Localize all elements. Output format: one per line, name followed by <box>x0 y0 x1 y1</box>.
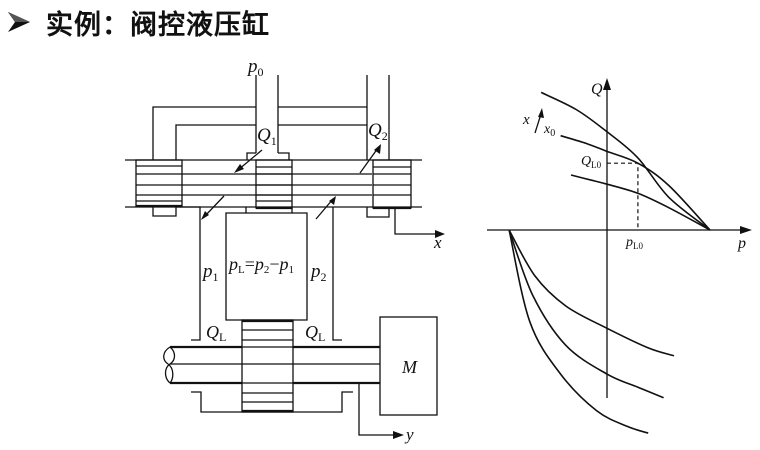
piston-displacement-line <box>358 383 395 436</box>
curve-x-high <box>540 91 711 231</box>
curve-neg-high <box>508 229 649 434</box>
supply-pressure-label: p0 <box>246 56 264 79</box>
lower-notch-middle <box>245 207 293 214</box>
cyl-right-flow-arrow <box>315 198 334 220</box>
pl0-label: pL0 <box>625 235 643 251</box>
p-axis-label: p <box>737 235 746 252</box>
p1-label: p1 <box>201 261 219 284</box>
line-to-chamber-1 <box>176 206 201 341</box>
lower-notch-left <box>152 207 177 217</box>
mass-block <box>379 316 438 416</box>
curve-neg-low <box>508 229 675 357</box>
slide-title: 实例：阀控液压缸 <box>6 2 270 42</box>
cyl-right-arrow-icon <box>329 196 336 205</box>
ql-left-label: QL <box>206 322 226 344</box>
spool-land-right <box>372 159 412 210</box>
q1-arrow-icon <box>234 164 244 173</box>
q1-label: Q1 <box>257 125 277 148</box>
arrowhead-bullet-icon <box>8 12 30 32</box>
x-arrow-icon <box>435 230 445 238</box>
spool-displacement-line <box>394 208 435 235</box>
supply-notch-right <box>278 152 290 160</box>
spool-land-middle <box>255 159 293 210</box>
valve-labels: p0 Q1 Q2 x p1 p2 pL=p2−p1 QL QL M y <box>201 56 442 444</box>
cylinder-base <box>191 391 353 413</box>
q2-label: Q2 <box>368 120 388 143</box>
upper-return-line-inner <box>175 124 256 160</box>
y-label: y <box>404 425 414 444</box>
q-axis-arrow-icon <box>603 78 611 90</box>
pressure-flow-chart: Q p x x0 QL0 pL0 <box>487 78 752 434</box>
q2-arrow-icon <box>374 144 381 154</box>
curve-neg-mid <box>508 229 664 399</box>
x-label: x <box>433 233 442 252</box>
load-pressure-equation: pL=p2−p1 <box>227 254 294 276</box>
curve-x-low <box>570 174 711 231</box>
x0-curve-label: x0 <box>543 122 555 139</box>
characteristic-curves <box>508 91 711 434</box>
slide-title-text: 实例：阀控液压缸 <box>46 9 270 41</box>
rod-break-right-curve <box>163 346 174 384</box>
q2-flow-arrow <box>359 147 379 174</box>
piston <box>241 319 294 413</box>
ql-right-label: QL <box>305 322 325 344</box>
hydraulic-cylinder <box>163 206 438 439</box>
p-axis-arrow-icon <box>740 226 752 234</box>
line-to-chamber-2 <box>332 207 342 341</box>
upper-return-line-outer <box>152 106 256 160</box>
rod-break-left-curve <box>164 346 176 384</box>
spool-land-left <box>135 159 183 208</box>
increase-direction-arrow-icon <box>538 108 544 118</box>
y-arrow-icon <box>393 431 404 439</box>
servo-valve <box>125 75 445 238</box>
curve-x0 <box>560 134 711 231</box>
q-axis-label: Q <box>591 81 603 98</box>
direction-x-label: x <box>522 112 530 128</box>
cyl-left-arrow-icon <box>201 211 209 220</box>
lower-notch-right <box>366 207 390 218</box>
operating-point-dashes <box>607 162 639 230</box>
ql0-label: QL0 <box>581 154 602 170</box>
p2-label: p2 <box>309 261 327 284</box>
mass-label: M <box>401 357 418 377</box>
supply-notch-left <box>246 152 256 160</box>
